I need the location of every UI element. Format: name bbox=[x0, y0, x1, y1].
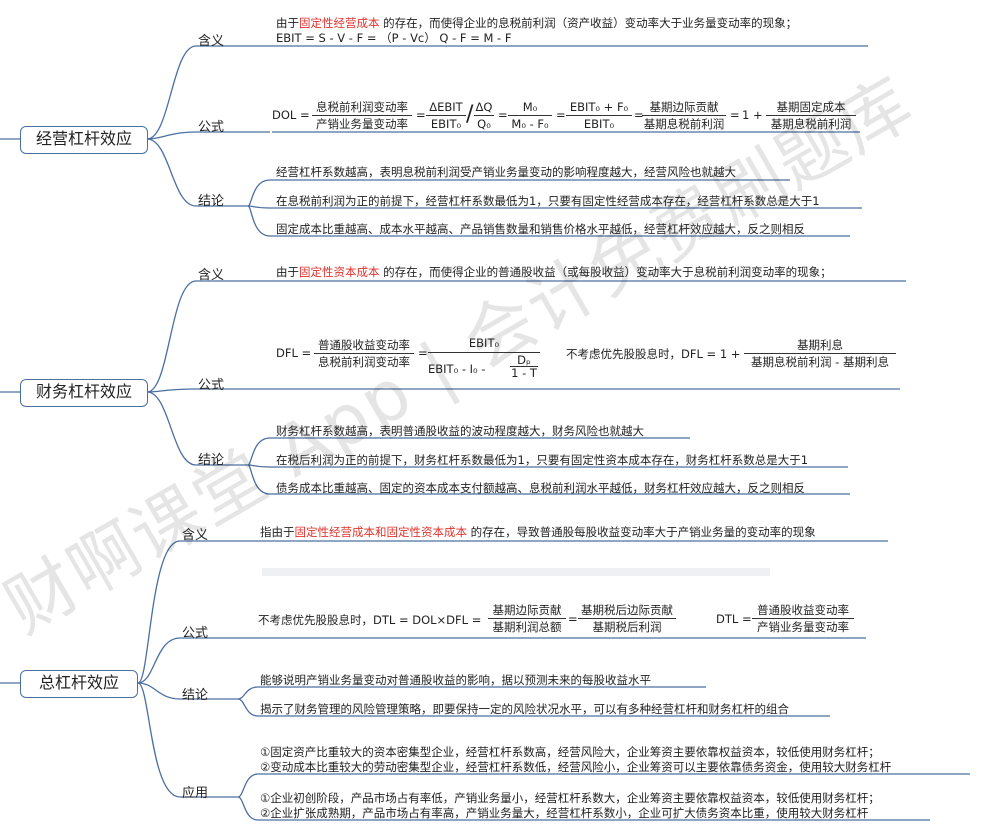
fraction: 基期边际贡献基期利润总额 bbox=[488, 603, 566, 634]
fraction: 基期边际贡献基期息税前利润 bbox=[642, 100, 726, 131]
fraction: 基期税后边际贡献基期税后利润 bbox=[578, 603, 676, 634]
highlight-text: 固定性资本成本 bbox=[299, 265, 380, 279]
fraction-complex: EBIT₀ EBIT₀ - I₀ - Dₚ 1 - T bbox=[428, 336, 540, 379]
dfl-lhs: DFL = bbox=[276, 346, 312, 360]
conclusion-item: 在税后利润为正的前提下，财务杠杆系数最低为1，只要有固定性资本成本存在，财务杠杆… bbox=[276, 453, 809, 467]
highlight-text: 固定性经营成本 bbox=[299, 16, 380, 30]
dfl-note: 不考虑优先股股息时，DFL = 1 + bbox=[566, 347, 741, 361]
fraction: 普通股收益变动率息税前利润变动率 bbox=[314, 338, 414, 369]
fraction: 普通股收益变动率产销业务量变动率 bbox=[752, 603, 854, 634]
meaning-text: 指由于固定性经营成本和固定性资本成本 的存在，导致普通股每股收益变动率大于产销业… bbox=[260, 525, 816, 539]
application-item: ①企业初创阶段，产品市场占有率低，产销业务量小，经营杠杆系数大，企业筹资主要依靠… bbox=[260, 791, 880, 805]
dol-lhs: DOL = bbox=[272, 108, 310, 122]
application-item: ②变动成本比重较大的劳动密集型企业，经营杠杆系数低，经营风险小，企业筹资可以主要… bbox=[260, 760, 892, 774]
fraction: 基期固定成本基期息税前利润 bbox=[766, 100, 856, 131]
conclusion-item: 债务成本比重越高、固定的资本成本支付额越高、息税前利润水平越低，财务杠杆效应越大… bbox=[276, 481, 805, 495]
meaning-text: 由于固定性经营成本 的存在，而使得企业的息税前利润（资产收益）变动率大于业务量变… bbox=[276, 16, 798, 30]
label-formula: 公式 bbox=[198, 378, 225, 393]
label-meaning: 含义 bbox=[198, 34, 225, 49]
dtl-note: 不考虑优先股股息时，DTL = DOL×DFL = bbox=[258, 613, 482, 627]
meaning-text: 由于固定性资本成本 的存在，而使得企业的普通股收益（或每股收益）变动率大于息税前… bbox=[276, 265, 832, 279]
conclusion-item: 能够说明产销业务量变动对普通股收益的影响，据以预测未来的每股收益水平 bbox=[260, 673, 651, 687]
application-item: ①固定资产比重较大的资本密集型企业，经营杠杆系数高，经营风险大，企业筹资主要依靠… bbox=[260, 745, 880, 759]
label-meaning: 含义 bbox=[198, 268, 225, 283]
node-total-leverage[interactable]: 总杠杆效应 bbox=[20, 670, 138, 698]
conclusion-item: 财务杠杆系数越高，表明普通股收益的波动程度越大，财务风险也就越大 bbox=[276, 424, 644, 438]
conclusion-item: 经营杠杆系数越高，表明息税前利润受产销业务量变动的影响程度越大，经营风险也就越大 bbox=[276, 165, 736, 179]
node-financial-leverage[interactable]: 财务杠杆效应 bbox=[20, 379, 148, 407]
label-meaning: 含义 bbox=[182, 528, 209, 543]
label-conclusion: 结论 bbox=[198, 194, 225, 209]
label-conclusion: 结论 bbox=[182, 688, 209, 703]
label-formula: 公式 bbox=[198, 120, 225, 135]
conclusion-item: 揭示了财务管理的风险管理策略，即要保持一定的风险状况水平，可以有多种经营杠杆和财… bbox=[260, 702, 789, 716]
label-application: 应用 bbox=[182, 786, 209, 801]
highlight-text: 固定性经营成本和固定性资本成本 bbox=[294, 525, 468, 539]
conclusion-item: 在息税前利润为正的前提下，经营杠杆系数最低为1，只要有固定性经营成本存在，经营杠… bbox=[276, 194, 820, 208]
label-conclusion: 结论 bbox=[198, 453, 225, 468]
ebit-formula: EBIT = S - V - F = （P - Vc） Q - F = M - … bbox=[276, 31, 512, 45]
node-operating-leverage[interactable]: 经营杠杆效应 bbox=[20, 126, 148, 154]
dtl-lhs: DTL = bbox=[716, 612, 752, 626]
label-formula: 公式 bbox=[182, 626, 209, 641]
application-item: ②企业扩张成熟期，产品市场占有率高，产销业务量大，经营杠杆系数小，企业可扩大债务… bbox=[260, 806, 869, 820]
fraction: 息税前利润变动率产销业务量变动率 bbox=[312, 100, 412, 131]
conclusion-item: 固定成本比重越高、成本水平越高、产品销售数量和销售价格水平越低，经营杠杆效应越大… bbox=[276, 222, 805, 236]
fraction: 基期利息基期息税前利润 - 基期利息 bbox=[744, 338, 896, 369]
